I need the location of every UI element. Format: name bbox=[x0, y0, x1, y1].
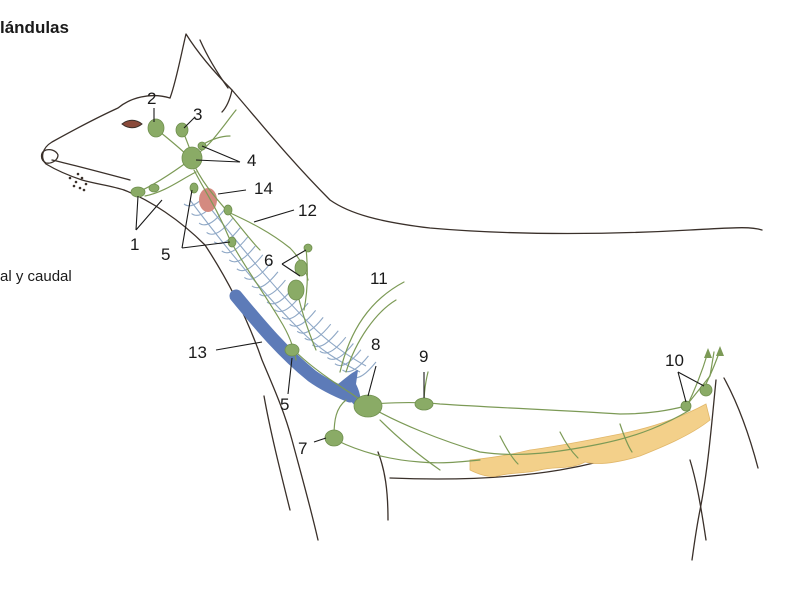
label-9: 9 bbox=[419, 347, 428, 366]
throat-chest-outline bbox=[123, 189, 319, 541]
thyroid-gland bbox=[199, 188, 217, 212]
vessel-arrowheads bbox=[704, 346, 724, 358]
node-mandibular-b bbox=[148, 183, 160, 193]
trachea-ring bbox=[251, 271, 279, 289]
node-inguinal-b bbox=[699, 383, 713, 397]
node-sternal bbox=[324, 429, 344, 447]
hind-leg-inner bbox=[689, 459, 707, 541]
node-cervical-b bbox=[223, 204, 233, 216]
trachea-ring bbox=[296, 317, 324, 334]
hind-leg-back bbox=[723, 377, 759, 469]
label-13: 13 bbox=[188, 343, 207, 362]
label-1: 1 bbox=[130, 235, 139, 254]
front-leg-back bbox=[377, 451, 389, 521]
head-neck-back-outline bbox=[41, 94, 171, 191]
trachea-ring bbox=[244, 263, 271, 280]
node-retropharyngeal-medial bbox=[181, 146, 203, 170]
label-5-lower: 5 bbox=[280, 395, 289, 414]
node-deep-cervical-caudal bbox=[284, 343, 300, 357]
trachea-ring bbox=[228, 245, 256, 263]
trachea-rings bbox=[183, 189, 377, 379]
nose-outline bbox=[40, 149, 59, 164]
hind-leg-outline bbox=[691, 379, 717, 561]
whisker-dots bbox=[68, 172, 88, 192]
label-11: 11 bbox=[370, 269, 388, 288]
lymph-nodes bbox=[130, 118, 713, 447]
node-mandibular-a bbox=[130, 186, 146, 198]
side-text: al y caudal bbox=[0, 268, 72, 285]
eye bbox=[121, 119, 143, 129]
label-5-upper: 5 bbox=[161, 245, 170, 264]
label-7: 7 bbox=[298, 439, 307, 458]
trachea bbox=[183, 189, 377, 379]
node-superficial-cervical-b bbox=[294, 259, 308, 277]
trachea-ring bbox=[221, 236, 249, 254]
trachea-ring bbox=[259, 279, 286, 297]
node-accessory-axillary bbox=[414, 397, 434, 411]
label-14: 14 bbox=[254, 179, 273, 198]
trachea-ring bbox=[281, 302, 309, 320]
trachea-ring bbox=[213, 227, 241, 245]
trachea-ring bbox=[236, 254, 264, 272]
node-axillary bbox=[353, 394, 383, 418]
node-superficial-cervical-c bbox=[287, 279, 305, 301]
mammary-tissue bbox=[469, 403, 711, 477]
node-inguinal-a bbox=[680, 400, 692, 412]
trachea-ring bbox=[342, 355, 369, 373]
nape-back-line bbox=[231, 89, 763, 235]
front-leg-outline bbox=[263, 395, 291, 511]
trachea-ring bbox=[198, 208, 226, 226]
label-12: 12 bbox=[298, 201, 317, 220]
leader-lines bbox=[135, 108, 705, 443]
trachea-ring bbox=[289, 310, 317, 327]
trachea-ring bbox=[319, 336, 347, 354]
label-10: 10 bbox=[665, 351, 684, 370]
trachea-ring bbox=[206, 218, 234, 235]
lymph-vessels bbox=[137, 109, 721, 471]
ear-inner bbox=[199, 39, 229, 89]
trachea-ring bbox=[304, 323, 332, 341]
label-3: 3 bbox=[193, 105, 202, 124]
node-parotid bbox=[147, 118, 165, 138]
label-numbers: 1 2 3 4 5 5 6 7 8 9 10 11 12 13 14 bbox=[130, 89, 684, 458]
mouth-line bbox=[51, 159, 131, 181]
trachea-ring bbox=[327, 343, 354, 360]
label-6: 6 bbox=[264, 251, 273, 270]
label-2: 2 bbox=[147, 89, 156, 108]
trachea-ring bbox=[334, 349, 362, 367]
dog-outline bbox=[40, 33, 763, 561]
label-4: 4 bbox=[247, 151, 256, 170]
title-text: lándulas bbox=[0, 18, 69, 37]
ear-outline bbox=[169, 33, 233, 113]
label-8: 8 bbox=[371, 335, 380, 354]
